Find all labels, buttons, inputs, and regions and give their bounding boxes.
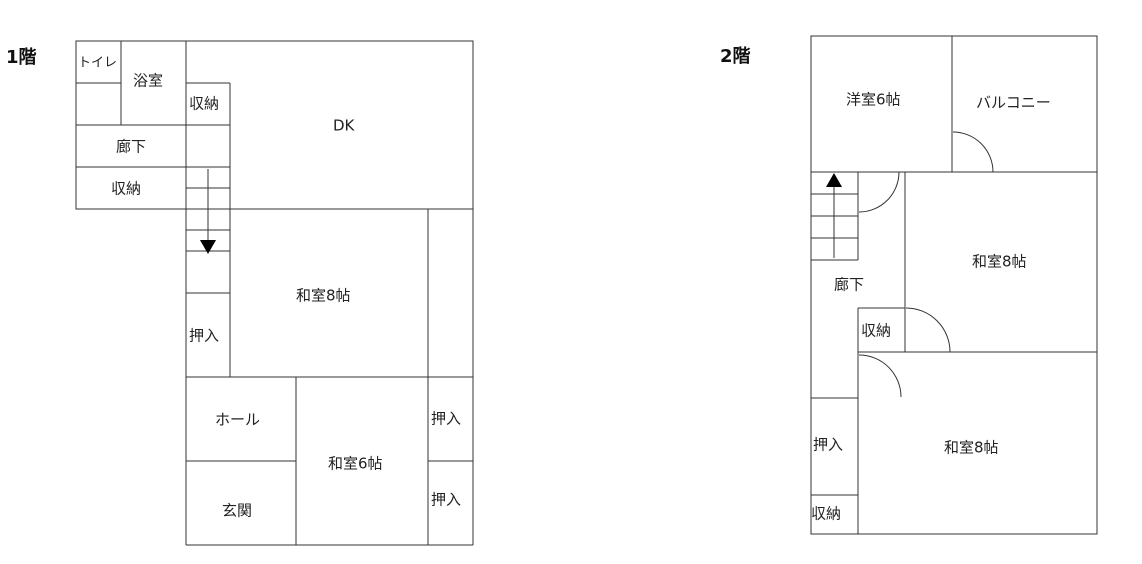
balcony-label: バルコニー — [976, 94, 1051, 112]
hallway-2-label: 廊下 — [834, 276, 864, 294]
washitsu-8-upper-label: 和室8帖 — [972, 253, 1027, 271]
dk-label: DK — [333, 117, 356, 135]
floor-2-doors — [858, 131, 994, 398]
floor-2-plan: 2階 洋室6帖 — [720, 35, 1098, 535]
bath-label: 浴室 — [133, 72, 163, 90]
oshiire-right-bottom-label: 押入 — [431, 491, 461, 509]
oshiire-right-top-label: 押入 — [431, 410, 461, 428]
floor-2-stair-arrow — [826, 173, 842, 258]
floor-1-title: 1階 — [6, 47, 37, 68]
storage-door-swing-icon — [858, 354, 902, 398]
washitsu-door-swing-icon — [905, 307, 951, 353]
oshiire-left-label: 押入 — [189, 327, 219, 345]
storage-upper-label: 収納 — [189, 95, 219, 113]
hall-label: ホール — [215, 411, 260, 429]
entrance-label: 玄関 — [222, 502, 252, 520]
washitsu-8-label: 和室8帖 — [296, 287, 351, 305]
hallway-label: 廊下 — [116, 138, 146, 156]
floor-1-walls — [75, 40, 474, 546]
storage-lower-label: 収納 — [111, 180, 141, 198]
washitsu-8-lower-label: 和室8帖 — [944, 439, 999, 457]
storage-bottom-label: 収納 — [811, 505, 841, 523]
youshitsu-6-label: 洋室6帖 — [846, 91, 901, 109]
floor-2-title: 2階 — [720, 46, 751, 67]
floor-1-plan: 1階 — [6, 40, 474, 546]
storage-mid-label: 収納 — [861, 322, 891, 340]
floor-2-walls — [810, 35, 1098, 535]
floor-1-stair-arrow — [200, 169, 216, 254]
washitsu-6-label: 和室6帖 — [328, 455, 383, 473]
oshiire-2-label: 押入 — [813, 436, 843, 454]
toilet-label: トイレ — [78, 56, 117, 71]
balcony-door-swing-icon — [952, 131, 994, 173]
youshitsu-door-swing-icon — [858, 171, 900, 213]
